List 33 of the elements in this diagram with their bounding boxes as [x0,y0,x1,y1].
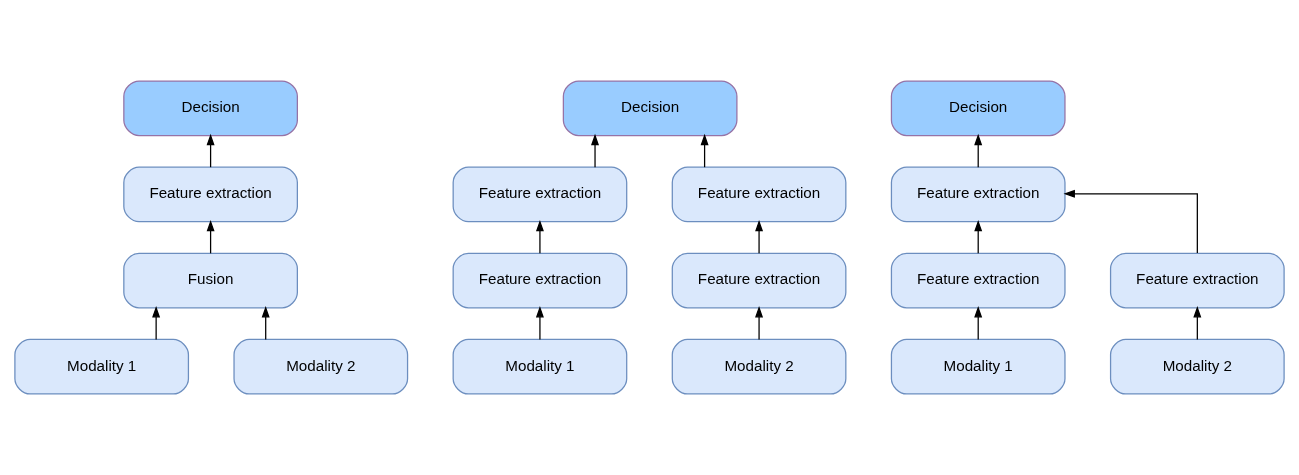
node-box: Feature extraction [890,166,1066,223]
node-box: Decision [562,80,738,137]
arrow [974,306,983,341]
arrow [700,133,709,168]
arrow [591,133,600,168]
node-box: Feature extraction [123,166,298,223]
node-box: Feature extraction [671,166,847,223]
arrow [535,219,544,254]
arrow [535,306,544,341]
arrow [1063,189,1198,254]
node-box: Feature extraction [1109,252,1285,309]
node-box: Modality 1 [452,338,628,395]
arrow [206,133,215,168]
arrow [974,133,983,168]
arrow [974,219,983,254]
node-box: Modality 2 [233,338,409,395]
node-box: Feature extraction [671,252,847,309]
arrow [1193,306,1202,341]
node-box: Feature extraction [452,252,628,309]
arrow [152,306,161,341]
node-box: Feature extraction [890,252,1066,309]
arrow [755,219,764,254]
node-box: Modality 2 [1109,338,1285,395]
node-box: Fusion [123,252,298,309]
node-box: Modality 1 [890,338,1066,395]
arrow [755,306,764,341]
arrow [261,306,270,341]
arrow [206,219,215,254]
node-box: Modality 1 [14,338,190,395]
node-box: Decision [890,80,1066,137]
node-box: Feature extraction [452,166,628,223]
node-box: Decision [123,80,298,137]
node-box: Modality 2 [671,338,847,395]
